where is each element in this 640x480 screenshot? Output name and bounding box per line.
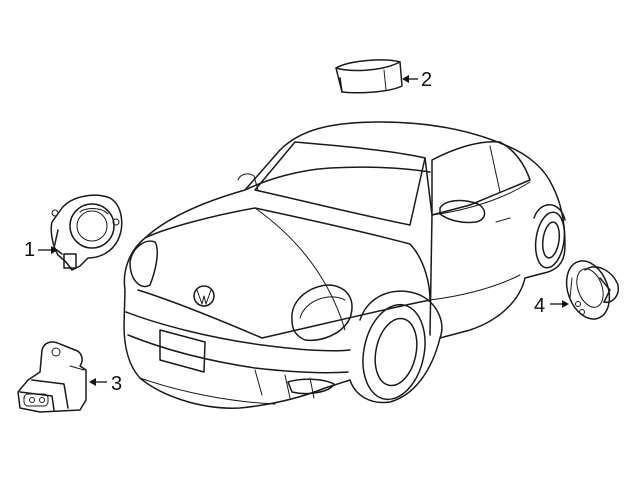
callout-3-label: 3 (111, 373, 122, 395)
part-1-clock-spring (50, 194, 123, 271)
callout-2: 2 (402, 69, 432, 91)
car-illustration (123, 121, 566, 409)
part-3-impact-sensor (17, 341, 87, 413)
callout-2-label: 2 (421, 69, 432, 91)
part-2-control-module (335, 59, 403, 94)
callout-3: 3 (89, 373, 122, 395)
part-4-sensor (565, 260, 620, 320)
callout-4: 4 (534, 295, 569, 317)
callout-4-label: 4 (534, 295, 545, 317)
callout-1-label: 1 (24, 239, 35, 261)
callout-1: 1 (24, 239, 58, 261)
